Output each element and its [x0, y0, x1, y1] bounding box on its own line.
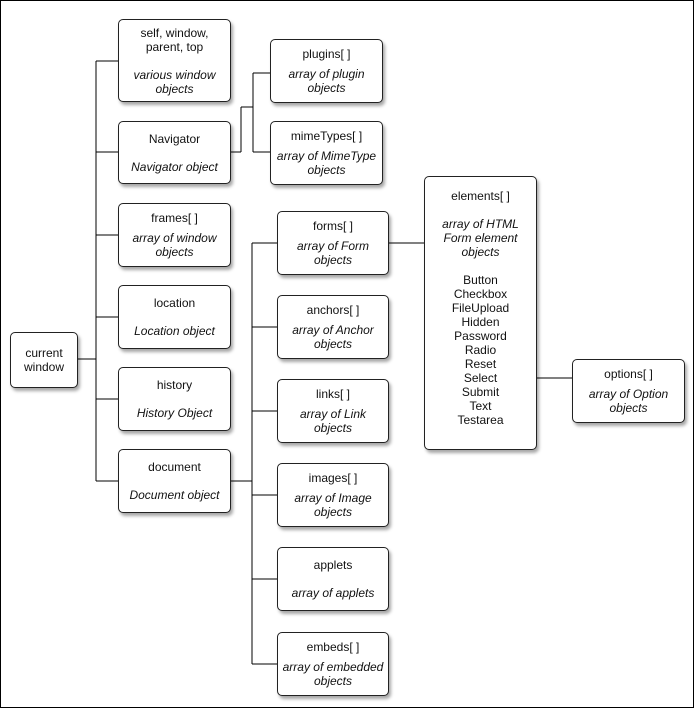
node-navigator: Navigator Navigator object	[118, 121, 231, 184]
node-self-window: self, window, parent, top various window…	[118, 19, 231, 102]
node-elements: elements[ ] array of HTML Form element o…	[424, 176, 537, 450]
element-type-item: Radio	[464, 343, 497, 357]
node-frames: frames[ ] array of window objects	[118, 203, 231, 267]
element-type-item: Button	[463, 273, 498, 287]
node-history: history History Object	[118, 367, 231, 431]
node-description: array of Link objects	[299, 407, 367, 435]
node-description: Navigator object	[131, 159, 218, 174]
node-description: array of plugin objects	[288, 67, 365, 95]
node-title: plugins[ ]	[302, 47, 351, 61]
node-title: anchors[ ]	[306, 303, 360, 317]
node-title: forms[ ]	[312, 219, 353, 233]
node-description: various window objects	[133, 67, 216, 96]
node-applets: applets array of applets	[277, 547, 389, 611]
node-current-window: current window	[10, 332, 78, 388]
node-images: images[ ] array of Image objects	[277, 463, 389, 527]
node-title: images[ ]	[308, 471, 358, 485]
node-description: array of embedded objects	[282, 660, 384, 688]
element-type-item: Checkbox	[453, 287, 508, 301]
element-type-item: Submit	[461, 385, 500, 399]
node-plugins: plugins[ ] array of plugin objects	[270, 39, 383, 103]
node-links: links[ ] array of Link objects	[277, 379, 389, 443]
element-type-item: Password	[454, 329, 507, 343]
node-title: elements[ ]	[451, 189, 510, 203]
node-document: document Document object	[118, 449, 231, 513]
node-description: array of window objects	[132, 231, 217, 259]
node-description: array of Anchor objects	[292, 323, 374, 351]
element-type-item: Testarea	[457, 413, 504, 427]
node-title: history	[156, 378, 193, 392]
node-title: document	[148, 460, 201, 474]
node-description: History Object	[136, 406, 213, 420]
node-anchors: anchors[ ] array of Anchor objects	[277, 295, 389, 359]
node-description: Document object	[129, 488, 220, 502]
node-title: embeds[ ]	[306, 640, 360, 654]
element-type-list: Button Checkbox FileUpload Hidden Passwo…	[452, 273, 509, 427]
node-description: array of applets	[291, 586, 375, 600]
node-title: links[ ]	[315, 387, 350, 401]
node-description: array of Option objects	[588, 387, 669, 415]
node-title: options[ ]	[604, 367, 653, 381]
node-description: Location object	[134, 324, 215, 338]
node-description: array of HTML Form element objects	[442, 217, 519, 259]
element-type-item: Text	[469, 399, 492, 413]
node-title: Navigator	[148, 131, 201, 146]
element-type-item: Hidden	[461, 315, 500, 329]
node-title: applets	[313, 558, 353, 572]
node-title: current window	[23, 346, 65, 374]
node-mimetypes: mimeTypes[ ] array of MimeType objects	[270, 121, 383, 185]
node-forms: forms[ ] array of Form objects	[277, 211, 389, 275]
node-title: location	[153, 296, 196, 310]
node-description: array of MimeType objects	[276, 149, 377, 177]
node-title: self, window, parent, top	[140, 25, 209, 54]
node-location: location Location object	[118, 285, 231, 349]
node-description: array of Image objects	[294, 491, 372, 519]
node-embeds: embeds[ ] array of embedded objects	[277, 632, 389, 696]
element-type-item: Select	[463, 371, 498, 385]
node-options: options[ ] array of Option objects	[572, 359, 685, 423]
element-type-item: Reset	[464, 357, 497, 371]
node-title: frames[ ]	[151, 211, 198, 225]
node-title: mimeTypes[ ]	[290, 129, 363, 143]
node-description: array of Form objects	[296, 239, 369, 267]
element-type-item: FileUpload	[451, 301, 510, 315]
